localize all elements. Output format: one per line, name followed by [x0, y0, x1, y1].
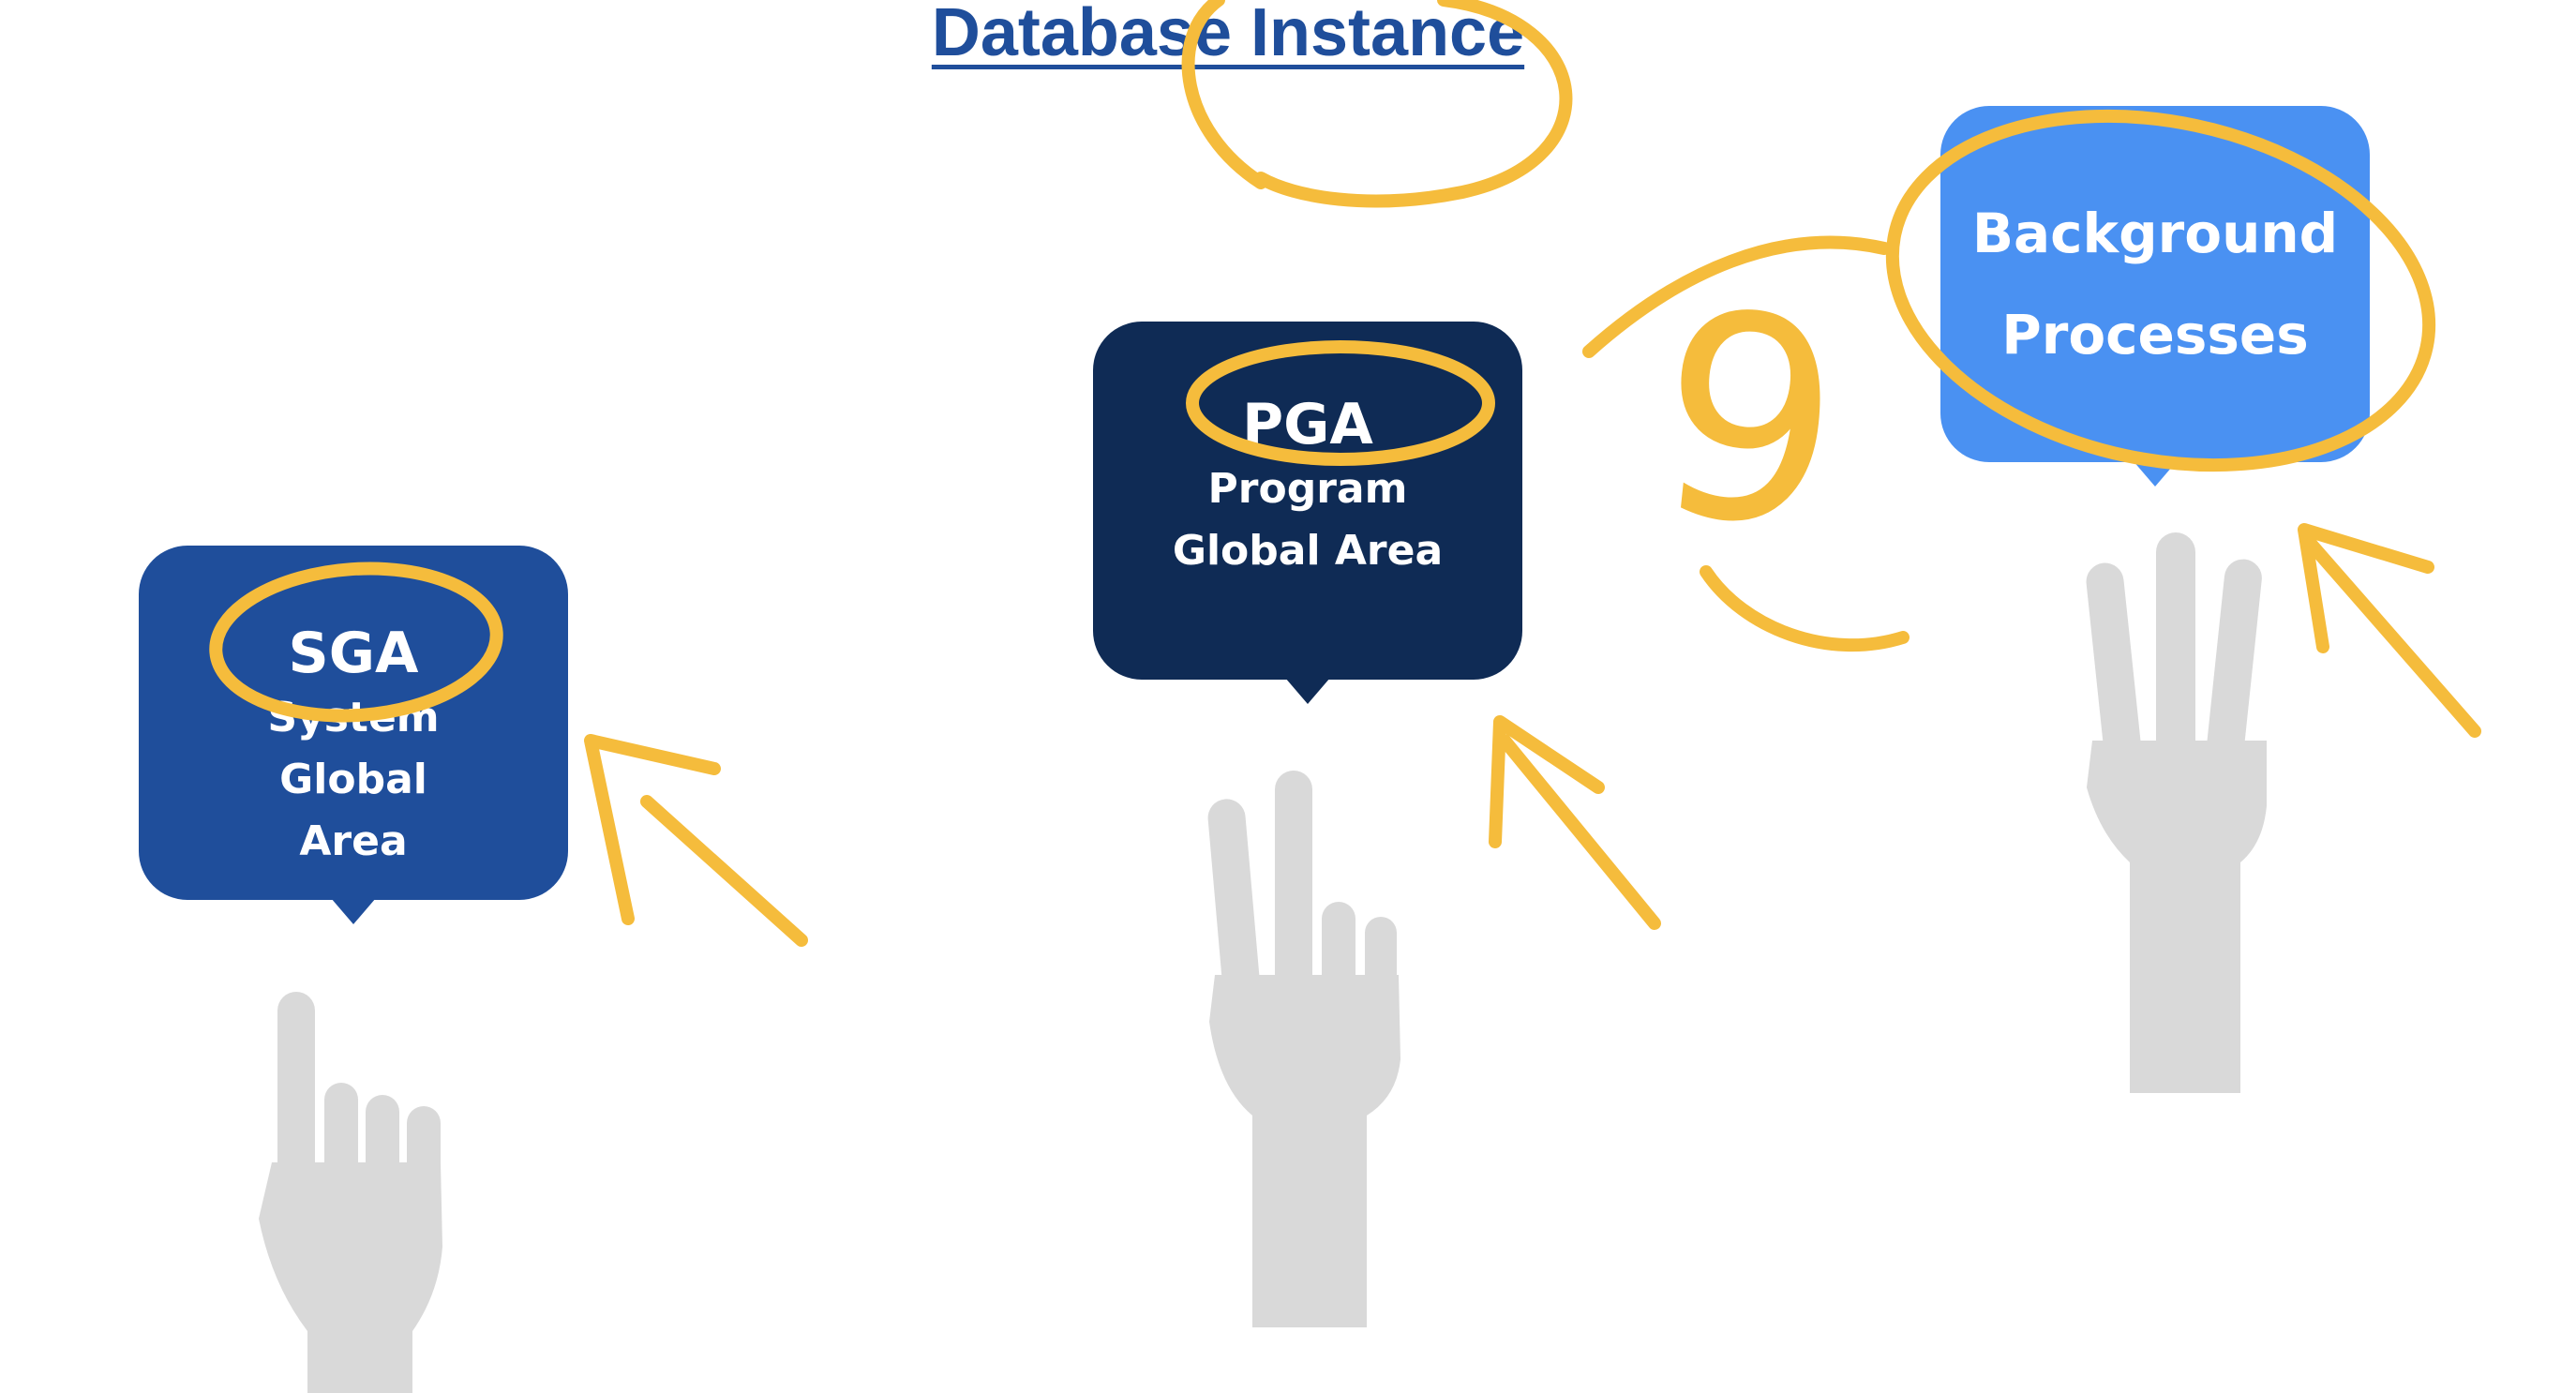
pga-bubble: PGA Program Global Area: [1093, 322, 1522, 704]
three-finger-hand-icon: [2086, 532, 2267, 1093]
one-finger-hand-icon: [259, 992, 442, 1393]
pga-line-2: Global Area: [1172, 527, 1444, 575]
sga-line-2: Global: [279, 756, 427, 803]
sga-bubble: SGA System Global Area: [139, 546, 568, 924]
sga-line-3: Area: [299, 817, 408, 865]
sga-line-1: System: [267, 694, 440, 741]
pga-line-1: Program: [1207, 465, 1408, 513]
sga-abbreviation: SGA: [288, 621, 419, 686]
handwritten-number: 9: [1642, 248, 1855, 594]
background-processes-line-1: Background: [1971, 202, 2339, 265]
pga-abbreviation: PGA: [1242, 392, 1373, 457]
two-finger-hand-icon: [1207, 771, 1400, 1327]
background-processes-bubble: Background Processes: [1940, 106, 2370, 487]
background-processes-line-2: Processes: [2001, 303, 2309, 367]
